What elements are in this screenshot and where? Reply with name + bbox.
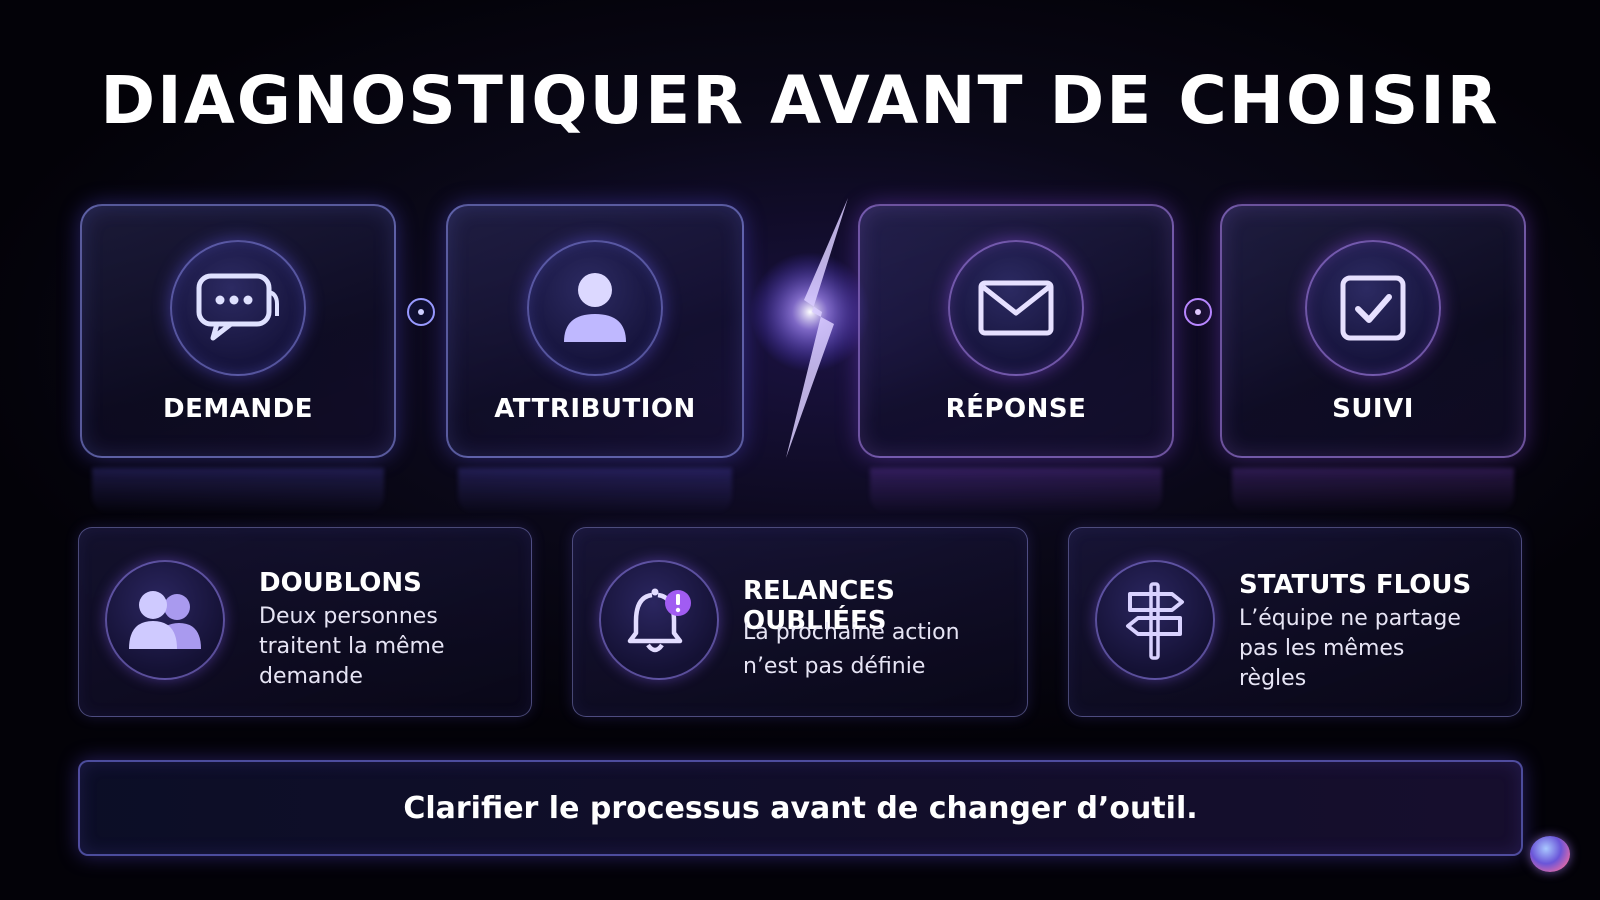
step-label-reponse: RÉPONSE <box>945 394 1087 424</box>
users-icon <box>105 560 225 680</box>
problem-title-relances: RELANCES OUBLIÉES <box>743 576 895 636</box>
problem-card-statuts: STATUTS FLOUS L’équipe ne partage pas le… <box>1068 527 1522 717</box>
step-card-attribution: ATTRIBUTION <box>446 204 744 514</box>
connector-node-2 <box>1184 298 1212 326</box>
problem-card-relances: RELANCES OUBLIÉES La prochaine action n’… <box>572 527 1028 717</box>
conclusion-banner: Clarifier le processus avant de changer … <box>78 760 1523 856</box>
bell-alert-icon <box>599 560 719 680</box>
step-card-suivi: SUIVI <box>1220 204 1526 514</box>
problem-card-doublons: DOUBLONS Deux personnes traitent la même… <box>78 527 532 717</box>
problem-desc-doublons: Deux personnes traitent la même demande <box>259 604 445 689</box>
step-card-reponse: RÉPONSE <box>858 204 1174 514</box>
flash-glow <box>750 252 870 372</box>
page-title: DIAGNOSTIQUER AVANT DE CHOISIR <box>100 62 1500 139</box>
problem-title-doublons: DOUBLONS <box>259 568 422 598</box>
problem-desc-statuts: L’équipe ne partage pas les mêmes règles <box>1239 606 1461 691</box>
brand-logo-icon <box>1530 836 1570 872</box>
envelope-icon <box>948 240 1084 376</box>
lightning-bolt <box>786 198 848 458</box>
problem-desc-relances: La prochaine action n’est pas définie <box>743 620 960 679</box>
step-label-attribution: ATTRIBUTION <box>494 394 696 424</box>
problem-title-statuts: STATUTS FLOUS <box>1239 570 1472 600</box>
chat-bubble-icon <box>170 240 306 376</box>
connector-node-1 <box>407 298 435 326</box>
signpost-icon <box>1095 560 1215 680</box>
step-label-suivi: SUIVI <box>1332 394 1414 424</box>
step-label-demande: DEMANDE <box>163 394 313 424</box>
step-card-demande: DEMANDE <box>80 204 396 514</box>
checkbox-icon <box>1305 240 1441 376</box>
banner-text: Clarifier le processus avant de changer … <box>403 790 1198 826</box>
user-icon <box>527 240 663 376</box>
